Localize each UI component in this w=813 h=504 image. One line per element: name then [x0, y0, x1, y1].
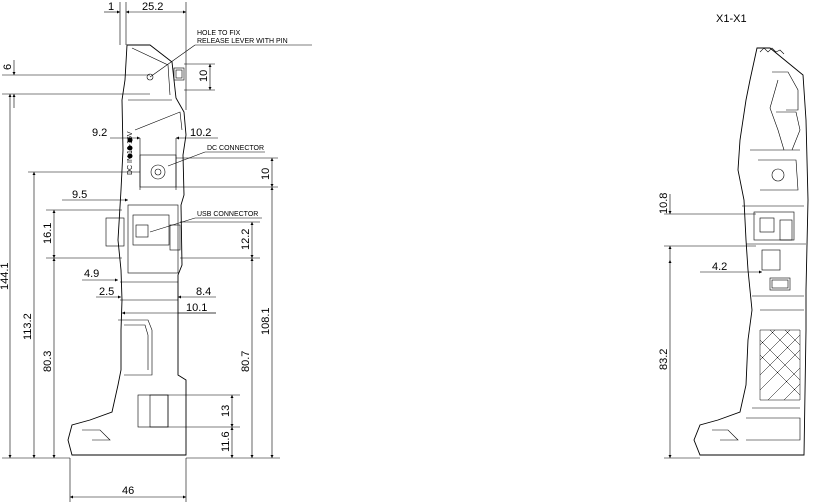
dim-9-2: 9.2: [92, 127, 107, 139]
section-title: X1-X1: [716, 13, 747, 25]
dim-108-1: 108.1: [260, 307, 272, 335]
dim-9-5: 9.5: [72, 189, 87, 201]
dim-8-4: 8.4: [196, 286, 211, 298]
dim-10-dc: 10: [260, 168, 272, 180]
dim-10-top: 10: [198, 70, 210, 82]
dim-10-2: 10.2: [190, 127, 211, 139]
callout-hole-line2: RELEASE LEVER WITH PIN: [197, 38, 288, 45]
section-view-outline: [693, 47, 809, 456]
dim-11-6: 11.6: [220, 431, 232, 452]
dim-25-2: 25.2: [142, 1, 163, 13]
dim-83-2: 83.2: [658, 349, 670, 370]
dim-1: 1: [108, 1, 114, 13]
dim-6: 6: [2, 64, 14, 70]
dim-4-2: 4.2: [712, 261, 727, 273]
callout-dc: DC CONNECTOR: [207, 145, 264, 152]
side-view-outline: [67, 44, 187, 456]
svg-text:DC IN 10-16V: DC IN 10-16V: [127, 131, 134, 175]
dim-13: 13: [220, 405, 232, 417]
dim-2-5: 2.5: [99, 286, 114, 298]
dim-144-1: 144.1: [0, 262, 11, 290]
dim-4-9: 4.9: [84, 268, 99, 280]
callout-hole-line1: HOLE TO FIX: [197, 30, 241, 37]
callout-usb: USB CONNECTOR: [197, 211, 258, 218]
dim-46: 46: [122, 485, 134, 497]
dim-113-2: 113.2: [22, 313, 34, 340]
side-view: DC IN 10-16V 1 25.2 HOLE TO FIX RELEASE …: [0, 1, 312, 502]
dim-10-8: 10.8: [658, 193, 670, 214]
dim-12-2: 12.2: [240, 229, 252, 250]
dim-16-1: 16.1: [42, 223, 54, 244]
dim-80-7: 80.7: [240, 351, 252, 372]
dim-10-1: 10.1: [186, 302, 207, 314]
dim-80-3: 80.3: [42, 351, 54, 372]
section-view: X1-X1 10.8: [658, 13, 809, 459]
